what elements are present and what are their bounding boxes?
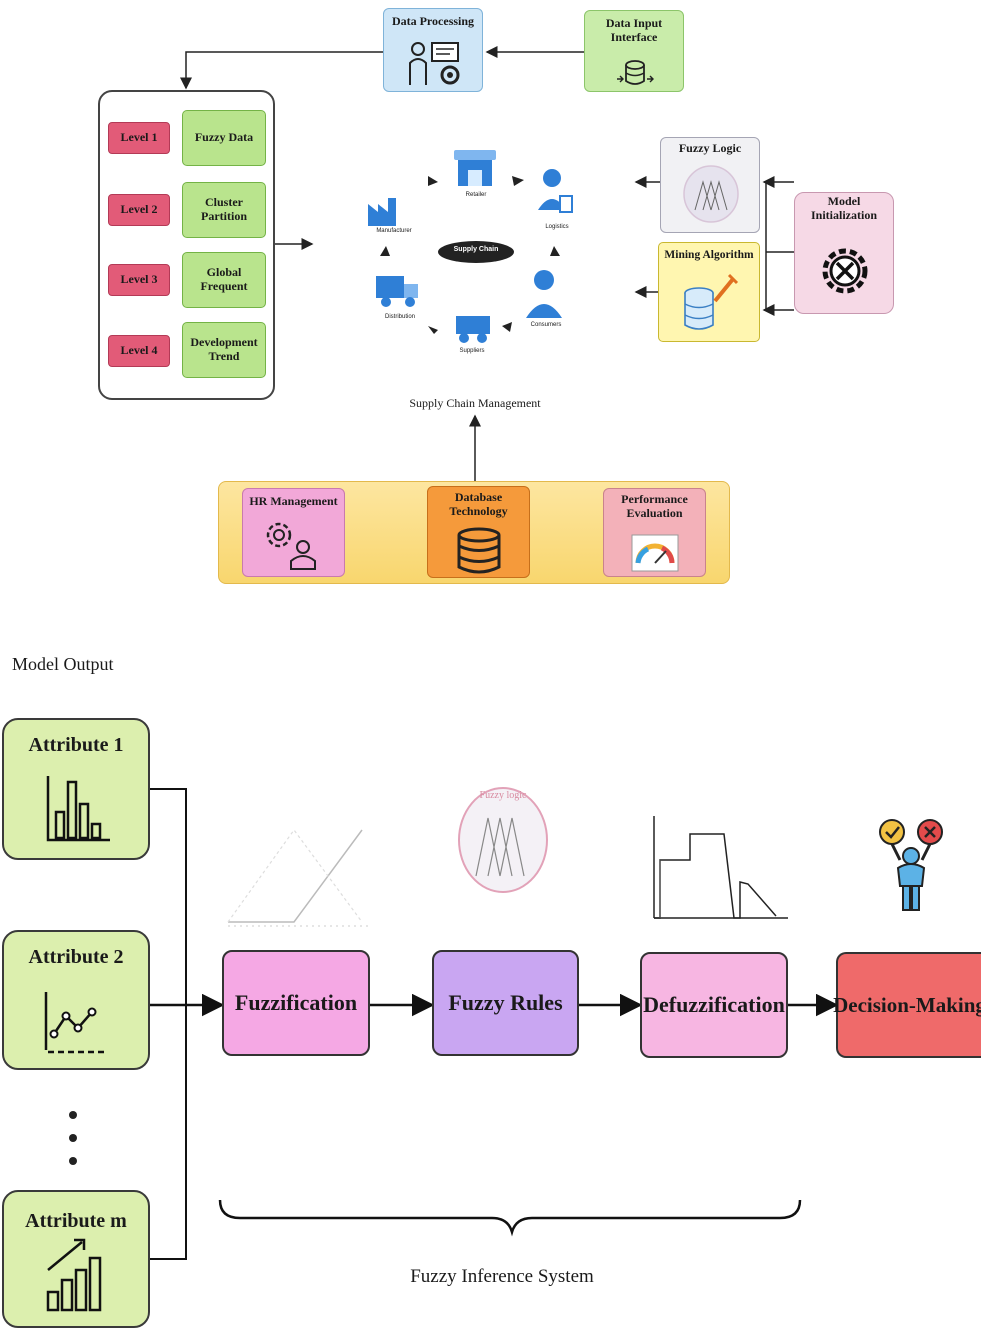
fuzzy-rules-box: Fuzzy Rules [432, 950, 579, 1056]
decision-making-label: Decision-Making [833, 992, 981, 1017]
level-2-badge: Level 2 [108, 194, 170, 226]
database-icon [457, 527, 501, 574]
suppliers-icon [456, 316, 490, 343]
level-4-label: Development Trend [182, 322, 266, 378]
levels-panel: Level 1 Fuzzy Data Level 2 Cluster Parti… [98, 90, 275, 400]
level-4-badge: Level 4 [108, 335, 170, 367]
database-input-icon [617, 60, 654, 85]
mining-algorithm-label: Mining Algorithm [664, 249, 754, 261]
mining-database-icon [684, 273, 739, 330]
attribute-m-box: Attribute m [2, 1190, 150, 1328]
attribute-m-label: Attribute m [25, 1210, 127, 1232]
fis-connectors [69, 788, 839, 1260]
fuzzy-logic-icon [683, 165, 739, 223]
supply-chain-cycle [368, 150, 573, 343]
node-consumers: Consumers [530, 322, 562, 328]
level-1-badge: Level 1 [108, 122, 170, 154]
model-output-heading: Model Output [12, 654, 114, 674]
decision-making-box: Decision-Making [833, 952, 981, 1058]
top-connectors [180, 46, 794, 481]
line-chart-icon [44, 992, 106, 1054]
consumers-icon [526, 270, 562, 318]
gauge-icon [631, 534, 679, 572]
level-2-label: Cluster Partition [182, 182, 266, 238]
node-manufacturer: Manufacturer [376, 228, 412, 234]
fuzzification-label: Fuzzification [234, 990, 358, 1015]
growth-chart-icon [46, 1238, 102, 1312]
retailer-icon [454, 150, 496, 186]
model-initialization-label: Model Initialization [810, 194, 877, 222]
node-suppliers: Suppliers [459, 348, 485, 354]
fuzzy-logic-caption: Fuzzy logic [479, 790, 527, 801]
fuzzification-box: Fuzzification [222, 950, 370, 1056]
hr-management-label: HR Management [249, 494, 338, 508]
defuzzification-graph [653, 816, 788, 919]
decision-person-icon [879, 819, 943, 911]
fuzzy-logic-oval-icon [458, 787, 548, 893]
hr-icon [266, 522, 316, 570]
fuzzy-logic-illustration: Fuzzy logic [454, 784, 552, 894]
data-input-label: Data Input Interface [605, 16, 663, 44]
cycle-arrows [380, 176, 560, 334]
fis-brace [218, 1199, 802, 1237]
supply-chain-caption: Supply Chain Management [409, 396, 541, 410]
node-distribution: Distribution [384, 314, 415, 320]
mining-algorithm-box: Mining Algorithm [658, 242, 760, 342]
data-input-interface-box: Data Input Interface [584, 10, 684, 92]
level-1-label: Fuzzy Data [182, 110, 266, 166]
supply-chain-center [438, 241, 514, 263]
attribute-2-box: Attribute 2 [2, 930, 150, 1070]
attribute-2-label: Attribute 2 [28, 946, 124, 968]
defuzzification-box: Defuzzification [640, 952, 788, 1058]
fuzzy-logic-label: Fuzzy Logic [678, 141, 742, 155]
data-processing-label: Data Processing [391, 14, 475, 28]
node-logistics: Logistics [545, 224, 569, 230]
hr-management-box: HR Management [242, 488, 345, 577]
level-3-label: Global Frequent [182, 252, 266, 308]
fuzzy-rules-label: Fuzzy Rules [448, 990, 563, 1015]
logistics-icon [538, 169, 573, 213]
distribution-icon [376, 276, 418, 307]
attribute-1-label: Attribute 1 [28, 734, 124, 756]
data-processing-box: Data Processing [383, 8, 483, 92]
fuzzy-logic-box: Fuzzy Logic [660, 137, 760, 233]
performance-evaluation-box: Performance Evaluation [603, 488, 706, 577]
node-retailer: Retailer [465, 192, 487, 198]
performance-evaluation-label: Performance Evaluation [621, 492, 688, 520]
level-3-badge: Level 3 [108, 264, 170, 296]
membership-function-sketch [227, 828, 368, 927]
defuzzification-label: Defuzzification [643, 992, 785, 1017]
data-processing-icon [409, 42, 460, 85]
bar-chart-icon [46, 776, 110, 842]
fuzzy-inference-system-caption: Fuzzy Inference System [410, 1266, 594, 1287]
attribute-1-box: Attribute 1 [2, 718, 150, 860]
database-technology-label: Database Technology [449, 490, 508, 518]
manufacturer-icon [368, 198, 396, 226]
supply-chain-center-label: Supply Chain [453, 246, 499, 253]
model-initialization-box: Model Initialization [794, 192, 894, 314]
gear-tools-icon [822, 248, 868, 294]
database-technology-box: Database Technology [427, 486, 530, 578]
